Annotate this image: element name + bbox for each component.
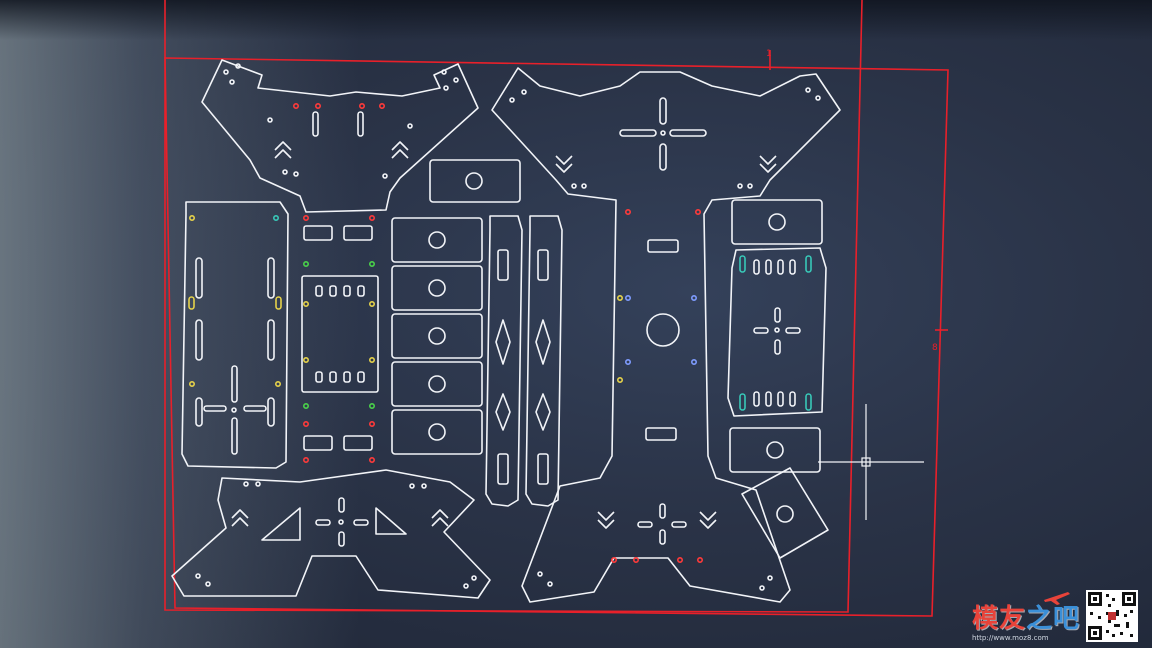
motor-mount-stack[interactable] — [391, 159, 521, 455]
drill-holes-green — [302, 260, 375, 409]
arm-strip-right[interactable] — [525, 215, 563, 507]
airplane-icon — [1043, 592, 1070, 605]
watermark-url: http://www.moz8.com — [971, 634, 1049, 642]
border-marker-right: 8 — [932, 343, 938, 353]
drill-holes-yellow — [188, 215, 623, 387]
left-center-frame[interactable] — [301, 225, 379, 451]
qr-code — [1086, 590, 1138, 642]
drill-holes-blue — [624, 294, 697, 365]
drill-holes-cyan — [272, 215, 812, 411]
right-battery-tray[interactable] — [727, 199, 829, 559]
watermark-brand-red: 模友 — [971, 604, 1026, 634]
left-battery-plate[interactable] — [181, 201, 289, 469]
sheet-border — [164, 0, 949, 617]
left-bottom-plate[interactable] — [171, 469, 491, 599]
crosshair-cursor[interactable] — [818, 404, 924, 520]
border-marker-top: 1 — [766, 49, 772, 59]
left-top-plate[interactable] — [201, 59, 479, 213]
arm-strip-left[interactable] — [485, 215, 523, 507]
right-main-frame[interactable] — [491, 67, 841, 603]
watermark-brand-blue: 之吧 — [1025, 604, 1080, 634]
watermark: 模友之吧 http://www.moz8.com — [972, 590, 1138, 642]
drill-holes-red — [292, 103, 703, 563]
watermark-logo: 模友之吧 http://www.moz8.com — [971, 592, 1080, 642]
